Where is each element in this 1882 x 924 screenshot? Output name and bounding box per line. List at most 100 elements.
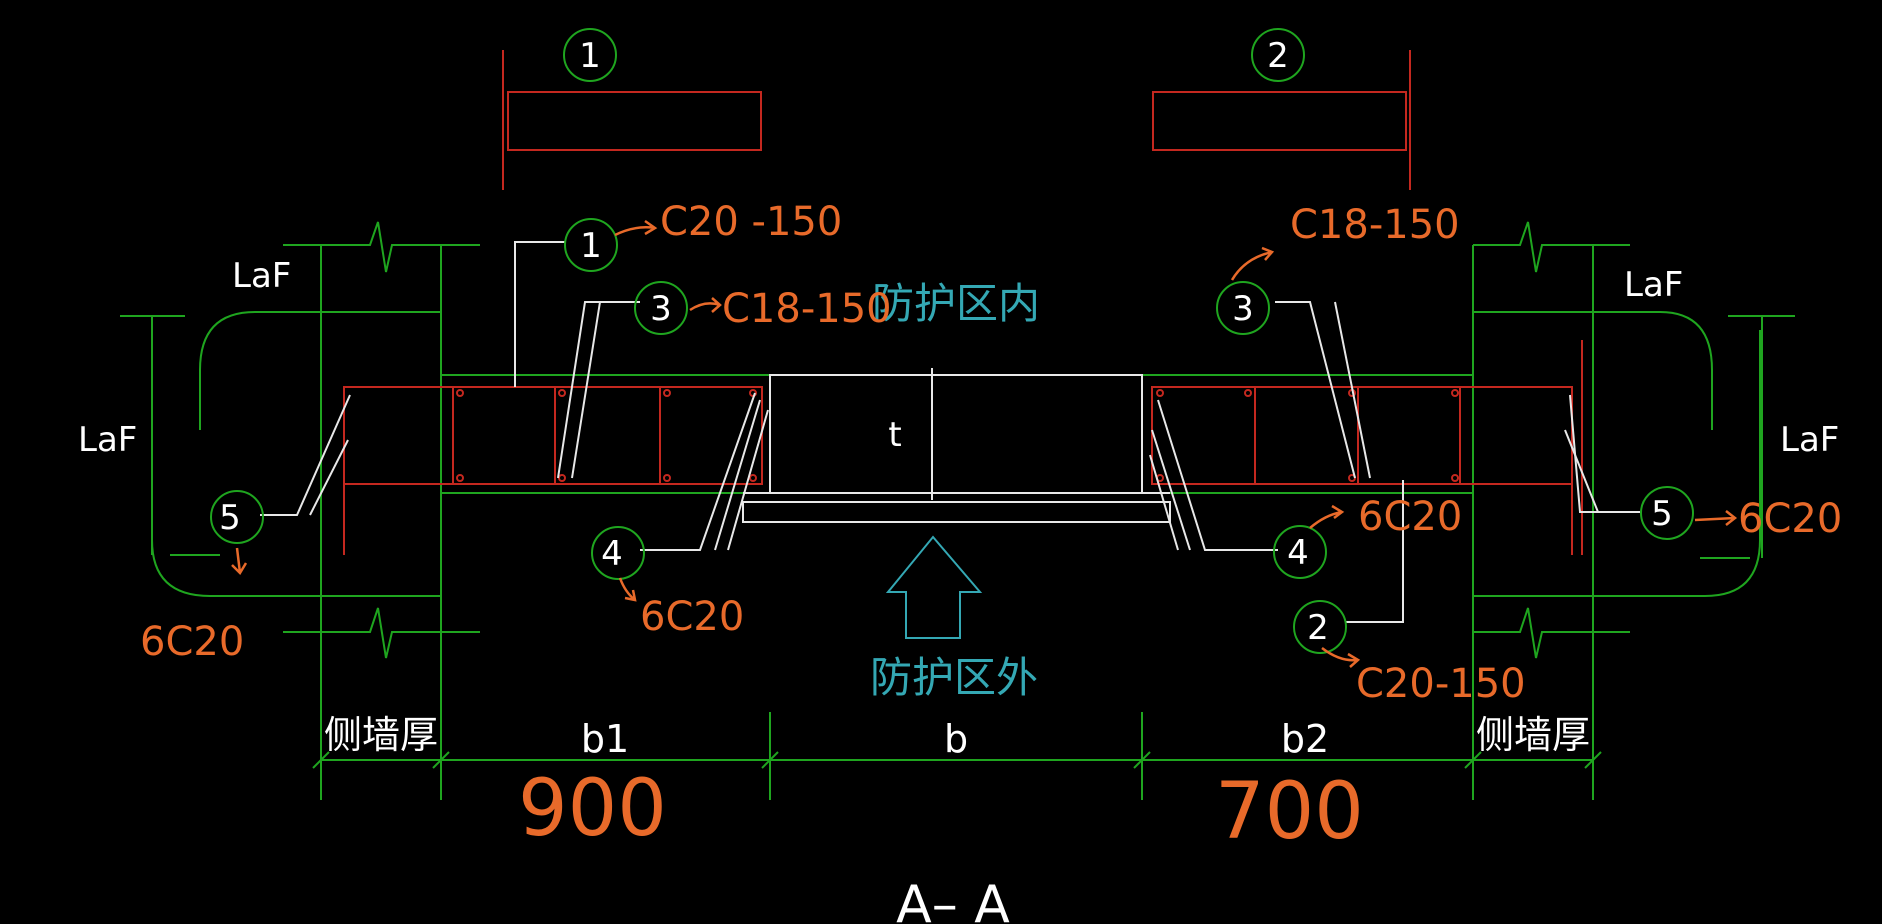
rebar-cage-right: [1151, 340, 1583, 555]
door-leaf: [742, 501, 1171, 523]
leader-5-left-b: [309, 439, 349, 516]
dim-b2: b2: [1281, 717, 1329, 761]
rebar-stirrup-outline-right: [1151, 386, 1573, 485]
leader-4-right: [1157, 399, 1278, 551]
callout-circle-5-right: [1640, 486, 1694, 540]
callout-circle-2: [1293, 600, 1347, 654]
door-frame: [769, 374, 1143, 494]
dim-slash: [432, 751, 450, 769]
callout-circle-1: [564, 218, 618, 272]
laf-label-right: LaF: [1780, 420, 1839, 460]
note-arrow: [231, 547, 248, 576]
anchor-bar-outer-left: [151, 330, 441, 597]
dim-wall-left: 侧墙厚: [324, 713, 438, 757]
leader-1: [514, 241, 565, 387]
leader-3-left: [557, 301, 640, 479]
note-arrow: [1230, 246, 1275, 281]
callout-number: 2: [1307, 608, 1329, 648]
handwritten-annotations: C20 -150 C18-150 C18-150 C20-150 6C20 6C…: [140, 199, 1842, 857]
callout-circle-4-left: [591, 526, 645, 580]
dim-slash: [1464, 751, 1482, 769]
callout-number: 4: [1287, 533, 1309, 573]
note-rebar-5-left: 6C20: [140, 619, 244, 665]
protection-zone-indicator: 防护区内 防护区外: [870, 279, 1040, 702]
dim-b1: b1: [581, 717, 629, 761]
laf-label-left: LaF: [78, 420, 137, 460]
rebar-dot: [456, 389, 464, 397]
door-opening: t: [742, 368, 1171, 523]
callout-circle-5-left: [210, 490, 264, 544]
note-rebar-5-right: 6C20: [1738, 496, 1842, 542]
rebar-dot: [558, 474, 566, 482]
structure-outline: [120, 221, 1795, 800]
rebar-dot: [663, 474, 671, 482]
note-rebar-2: C20-150: [1356, 661, 1526, 707]
callout-number: 2: [1267, 36, 1289, 76]
section-title: A– A: [896, 875, 1010, 924]
rebar-dot: [663, 389, 671, 397]
zone-outside-label: 防护区外: [870, 653, 1038, 702]
rebar-dot: [1156, 389, 1164, 397]
leader-4-right-b: [1151, 429, 1191, 551]
anchor-bar-top-left: [199, 311, 441, 430]
rebar-dot: [1244, 389, 1252, 397]
leader-4-left: [640, 392, 756, 551]
callout-number: 1: [580, 226, 602, 266]
note-rebar-3-right: C18-150: [1290, 202, 1460, 248]
leader-4-left-c: [727, 409, 769, 551]
anchor-bar-top-right: [1473, 311, 1713, 430]
anchor-bar-outer-right: [1473, 330, 1761, 597]
callout-circle-2-top: [1251, 28, 1305, 82]
blast-direction-arrow: [885, 535, 983, 639]
callout-circle-3-left: [634, 281, 688, 335]
callout-number: 3: [1232, 289, 1254, 329]
leader-3-right-b: [1334, 301, 1371, 479]
callout-number: 5: [219, 498, 241, 538]
laf-label-top-right: LaF: [1624, 265, 1683, 305]
callout-number: 3: [650, 289, 672, 329]
dim-slash: [1584, 751, 1602, 769]
note-arrow: [614, 219, 658, 237]
rebar-dot: [558, 389, 566, 397]
dim-b: b: [944, 717, 968, 761]
callout-number: 1: [579, 36, 601, 76]
leader-lines: [260, 241, 1640, 623]
callout-number: 4: [601, 534, 623, 574]
leader-4-right-c: [1149, 454, 1179, 551]
callout-number: 5: [1651, 494, 1673, 534]
leader-2: [1345, 480, 1404, 623]
leader-3-right: [1275, 301, 1356, 479]
detail-1-rebar-box: [507, 91, 762, 151]
note-arrow: [1321, 647, 1361, 668]
leader-5-left: [260, 394, 351, 516]
dim-wall-right: 侧墙厚: [1476, 713, 1590, 757]
zone-inside-label: 防护区内: [872, 279, 1040, 328]
rebar-dot: [1451, 389, 1459, 397]
leader-5-right-b: [1564, 429, 1599, 513]
break-line-bottom-left: [283, 607, 480, 659]
callout-circle-4-right: [1273, 525, 1327, 579]
door-mark: t: [888, 415, 901, 455]
dim-slash: [1133, 751, 1151, 769]
break-line-bottom-right: [1473, 607, 1630, 659]
rebar-dot: [1451, 474, 1459, 482]
callout-circle-1-top: [563, 28, 617, 82]
leader-3-left-b: [571, 301, 601, 479]
rebar-dot: [456, 474, 464, 482]
note-arrow: [1694, 510, 1738, 526]
leader-4-left-b: [714, 399, 761, 551]
note-arrow: [689, 297, 722, 313]
break-line-top-left: [283, 221, 480, 273]
dim-slash: [761, 751, 779, 769]
callouts: 1 3 3 4 4 5 5 2: [210, 218, 1694, 654]
note-rebar-3-left: C18-150: [722, 286, 892, 332]
note-arrow: [1309, 504, 1345, 529]
break-line-top-right: [1473, 221, 1630, 273]
rebar-cage-left: [343, 386, 763, 555]
detail-1-top: 1: [502, 28, 762, 190]
note-rebar-4-left: 6C20: [640, 594, 744, 640]
callout-circle-3-right: [1216, 281, 1270, 335]
note-arrow: [618, 577, 637, 602]
note-b1-value: 900: [518, 764, 667, 854]
